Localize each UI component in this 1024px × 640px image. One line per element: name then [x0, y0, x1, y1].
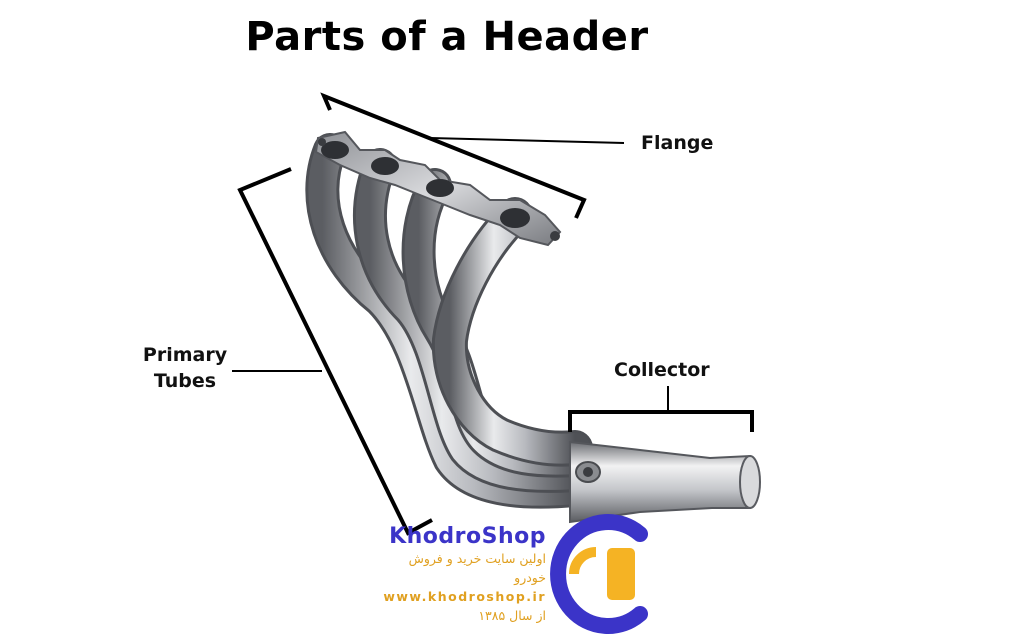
collector-bracket	[568, 410, 754, 432]
collector-label: Collector	[614, 359, 710, 381]
collector-pipe	[569, 440, 761, 524]
brand-url: www.khodroshop.ir	[383, 589, 546, 604]
flange-bracket	[320, 92, 587, 219]
primary-tubes-label-line1: Primary	[142, 344, 228, 366]
flange-leader	[429, 137, 625, 144]
primary-tubes-label: Primary Tubes	[120, 342, 250, 394]
watermark-text: KhodroShop اولین سایت خرید و فروش خودرو …	[376, 524, 546, 625]
brand-tagline: اولین سایت خرید و فروش خودرو	[408, 551, 546, 585]
primary-tubes	[305, 133, 593, 509]
page-title: Parts of a Header	[245, 14, 649, 60]
callout-lines	[232, 92, 754, 536]
brand-since: از سال ۱۳۸۵	[478, 608, 546, 623]
khodroshop-logo-icon	[550, 514, 648, 634]
brand-name: KhodroShop	[389, 524, 546, 549]
flange-plate	[314, 130, 562, 247]
primary-tubes-label-line2: Tubes	[153, 370, 217, 392]
primary-tubes-bracket	[237, 167, 433, 536]
flange-label: Flange	[641, 132, 714, 154]
